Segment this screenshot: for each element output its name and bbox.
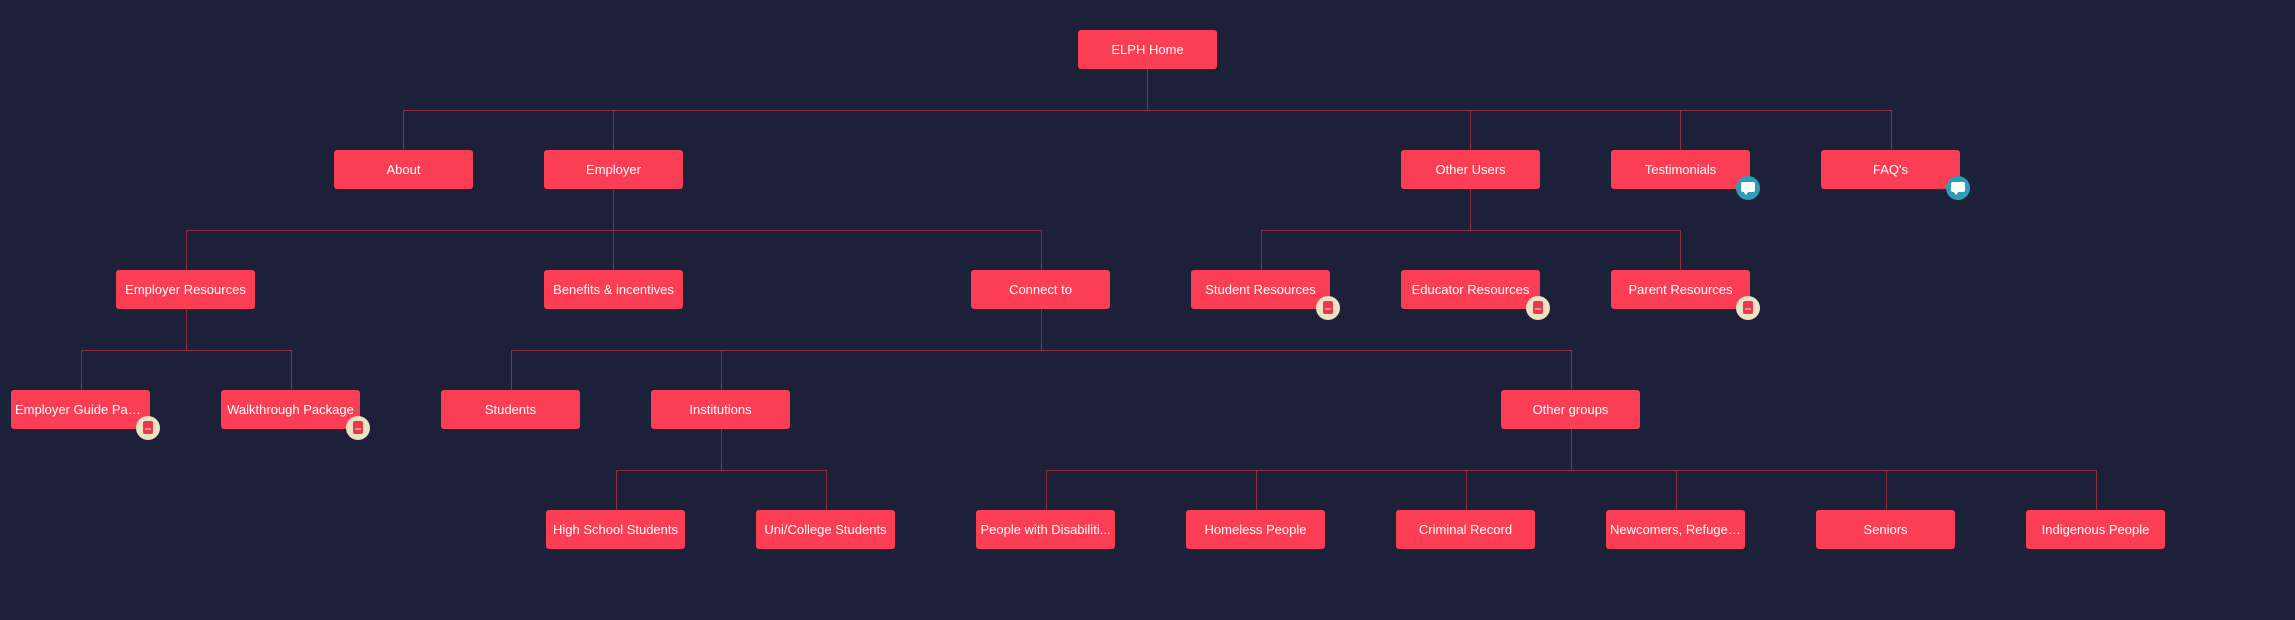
node-benefits-incentives[interactable]: Benefits & incentives — [544, 270, 683, 309]
node-label: Employer Guide Pack... — [15, 402, 146, 417]
node-label: Uni/College Students — [764, 522, 887, 537]
node-people-with-disabilities[interactable]: People with Disabiliti... — [976, 510, 1115, 549]
node-label: Students — [484, 402, 537, 417]
node-label: Parent Resources — [1628, 282, 1733, 297]
node-student-resources[interactable]: Student Resources — [1191, 270, 1340, 320]
node-label: High School Students — [552, 522, 679, 537]
node-testimonials[interactable]: Testimonials — [1611, 150, 1760, 200]
node-label: Other Users — [1435, 162, 1506, 177]
node-educator-resources[interactable]: Educator Resources — [1401, 270, 1550, 320]
node-label: Newcomers, Refugees — [1610, 522, 1741, 537]
node-label: Other groups — [1532, 402, 1609, 417]
node-label: Seniors — [1863, 522, 1908, 537]
node-uni-college-students[interactable]: Uni/College Students — [756, 510, 895, 549]
node-label: Educator Resources — [1411, 282, 1530, 297]
node-criminal-record[interactable]: Criminal Record — [1396, 510, 1535, 549]
node-label: People with Disabiliti... — [980, 522, 1111, 537]
node-institutions[interactable]: Institutions — [651, 390, 790, 429]
node-label: Criminal Record — [1418, 522, 1513, 537]
comment-icon[interactable] — [1946, 176, 1970, 200]
node-label: ELPH Home — [1111, 42, 1184, 57]
node-high-school-students[interactable]: High School Students — [546, 510, 685, 549]
node-label: Indigenous People — [2041, 522, 2150, 537]
node-label: Institutions — [689, 402, 752, 417]
node-employer[interactable]: Employer — [544, 150, 683, 189]
node-other-users[interactable]: Other Users — [1401, 150, 1540, 189]
node-label: Benefits & incentives — [553, 282, 674, 297]
node-other-groups[interactable]: Other groups — [1501, 390, 1640, 429]
node-newcomers-refugees[interactable]: Newcomers, Refugees — [1606, 510, 1745, 549]
node-employer-resources[interactable]: Employer Resources — [116, 270, 255, 309]
node-label: Homeless People — [1204, 522, 1307, 537]
document-icon[interactable] — [1526, 296, 1550, 320]
node-label: Connect to — [1009, 282, 1072, 297]
document-icon[interactable] — [346, 416, 370, 440]
node-label: Walkthrough Package — [227, 402, 354, 417]
document-icon[interactable] — [1736, 296, 1760, 320]
document-icon[interactable] — [136, 416, 160, 440]
node-label: Employer Resources — [125, 282, 246, 297]
node-label: Testimonials — [1644, 162, 1717, 177]
node-elph-home[interactable]: ELPH Home — [1078, 30, 1217, 69]
node-label: FAQ's — [1873, 162, 1908, 177]
node-students[interactable]: Students — [441, 390, 580, 429]
node-walkthrough-package[interactable]: Walkthrough Package — [221, 390, 370, 440]
node-seniors[interactable]: Seniors — [1816, 510, 1955, 549]
node-label: Employer — [586, 162, 641, 177]
node-about[interactable]: About — [334, 150, 473, 189]
node-parent-resources[interactable]: Parent Resources — [1611, 270, 1760, 320]
node-employer-guide-package[interactable]: Employer Guide Pack... — [11, 390, 160, 440]
comment-icon[interactable] — [1736, 176, 1760, 200]
node-label: Student Resources — [1205, 282, 1316, 297]
node-faqs[interactable]: FAQ's — [1821, 150, 1970, 200]
node-indigenous-people[interactable]: Indigenous People — [2026, 510, 2165, 549]
node-homeless-people[interactable]: Homeless People — [1186, 510, 1325, 549]
node-label: About — [386, 162, 421, 177]
node-connect-to[interactable]: Connect to — [971, 270, 1110, 309]
document-icon[interactable] — [1316, 296, 1340, 320]
